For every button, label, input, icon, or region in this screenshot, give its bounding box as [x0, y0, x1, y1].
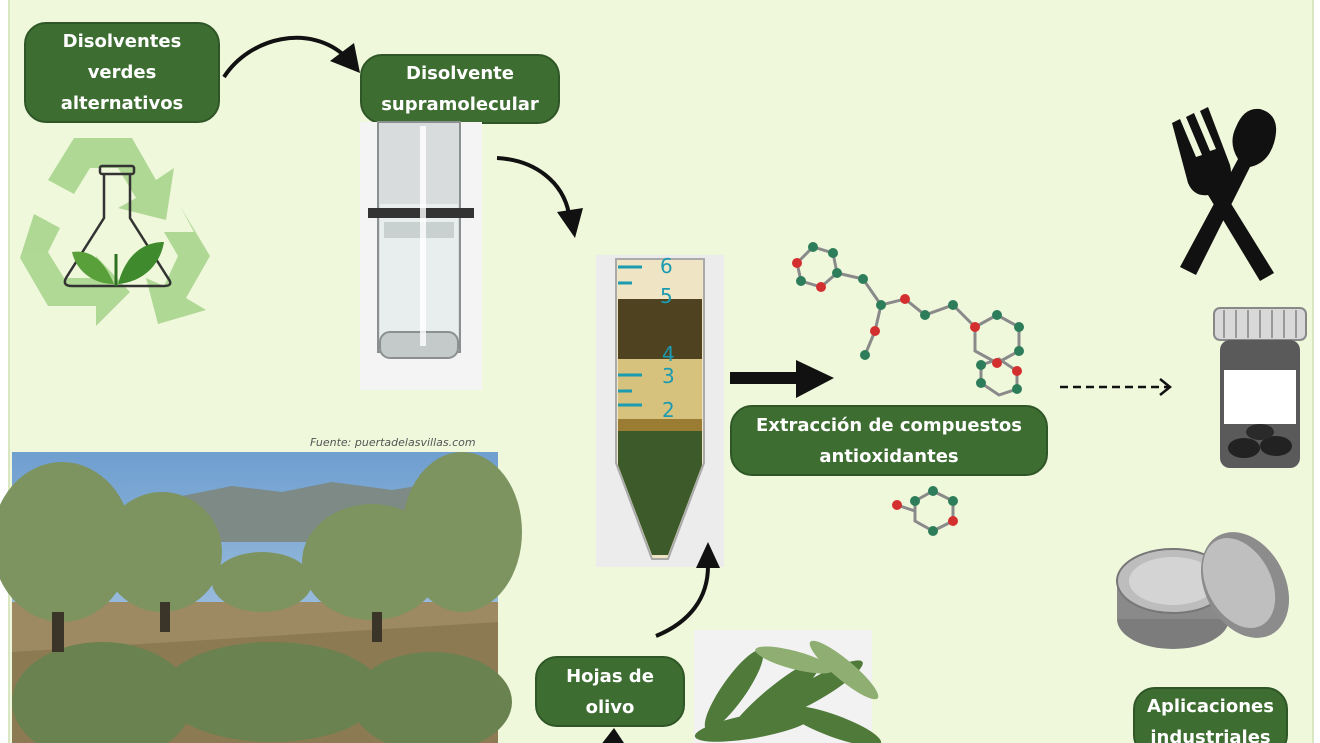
flow-arrow-dashed: [1060, 378, 1173, 396]
extraction-line-2: antioxidantes: [819, 445, 959, 467]
photo-credit: Fuente: puertadelasvillas.com: [310, 436, 476, 449]
cutlery-icon: [1172, 107, 1277, 281]
green-solvents-line-3: alternativos: [60, 93, 184, 114]
applications-line-2: industriales: [1150, 727, 1271, 743]
olive-leaves-photo: [694, 630, 882, 743]
flow-arrow-1: [222, 35, 360, 79]
extraction-line-1: Extracción de compuestos: [756, 414, 1022, 436]
flow-arrow-5: [602, 728, 624, 743]
applications-line-1: Aplicaciones: [1147, 696, 1274, 717]
tube-mark-6: 6: [660, 254, 673, 278]
extraction-label: Extracción de compuestos antioxidantes: [730, 405, 1048, 476]
molecule-icon: [792, 242, 1024, 536]
vial-photo: [360, 121, 482, 390]
olive-leaves-line-1: Hojas de: [566, 665, 654, 687]
tube-mark-2: 2: [662, 398, 675, 422]
tube-mark-5: 5: [660, 284, 673, 308]
pill-bottle-icon: [1213, 307, 1307, 468]
olive-leaves-line-2: olivo: [585, 696, 635, 718]
recycle-flask-icon: [20, 138, 210, 326]
green-solvents-line-2: verdes: [87, 62, 157, 83]
supramolecular-label: Disolvente supramolecular: [360, 54, 560, 124]
flow-arrow-4: [655, 542, 720, 638]
green-solvents-label: Disolventes verdes alternativos: [24, 22, 220, 123]
applications-label: Aplicaciones industriales: [1133, 687, 1288, 743]
green-solvents-line-1: Disolventes: [62, 31, 182, 52]
tube-mark-4: 4: [662, 342, 675, 366]
flow-arrow-2: [496, 156, 583, 238]
tube-mark-3: 3: [662, 364, 675, 388]
flow-arrow-3: [730, 360, 834, 398]
olive-grove-photo: [0, 452, 522, 743]
supramolecular-line-2: supramolecular: [381, 94, 539, 115]
centrifuge-tube-photo: 6 5 4 3 2: [596, 254, 724, 567]
olive-leaves-label: Hojas de olivo: [535, 656, 685, 727]
supramolecular-line-1: Disolvente: [406, 63, 514, 84]
cosmetic-jar-icon: [1116, 532, 1290, 649]
